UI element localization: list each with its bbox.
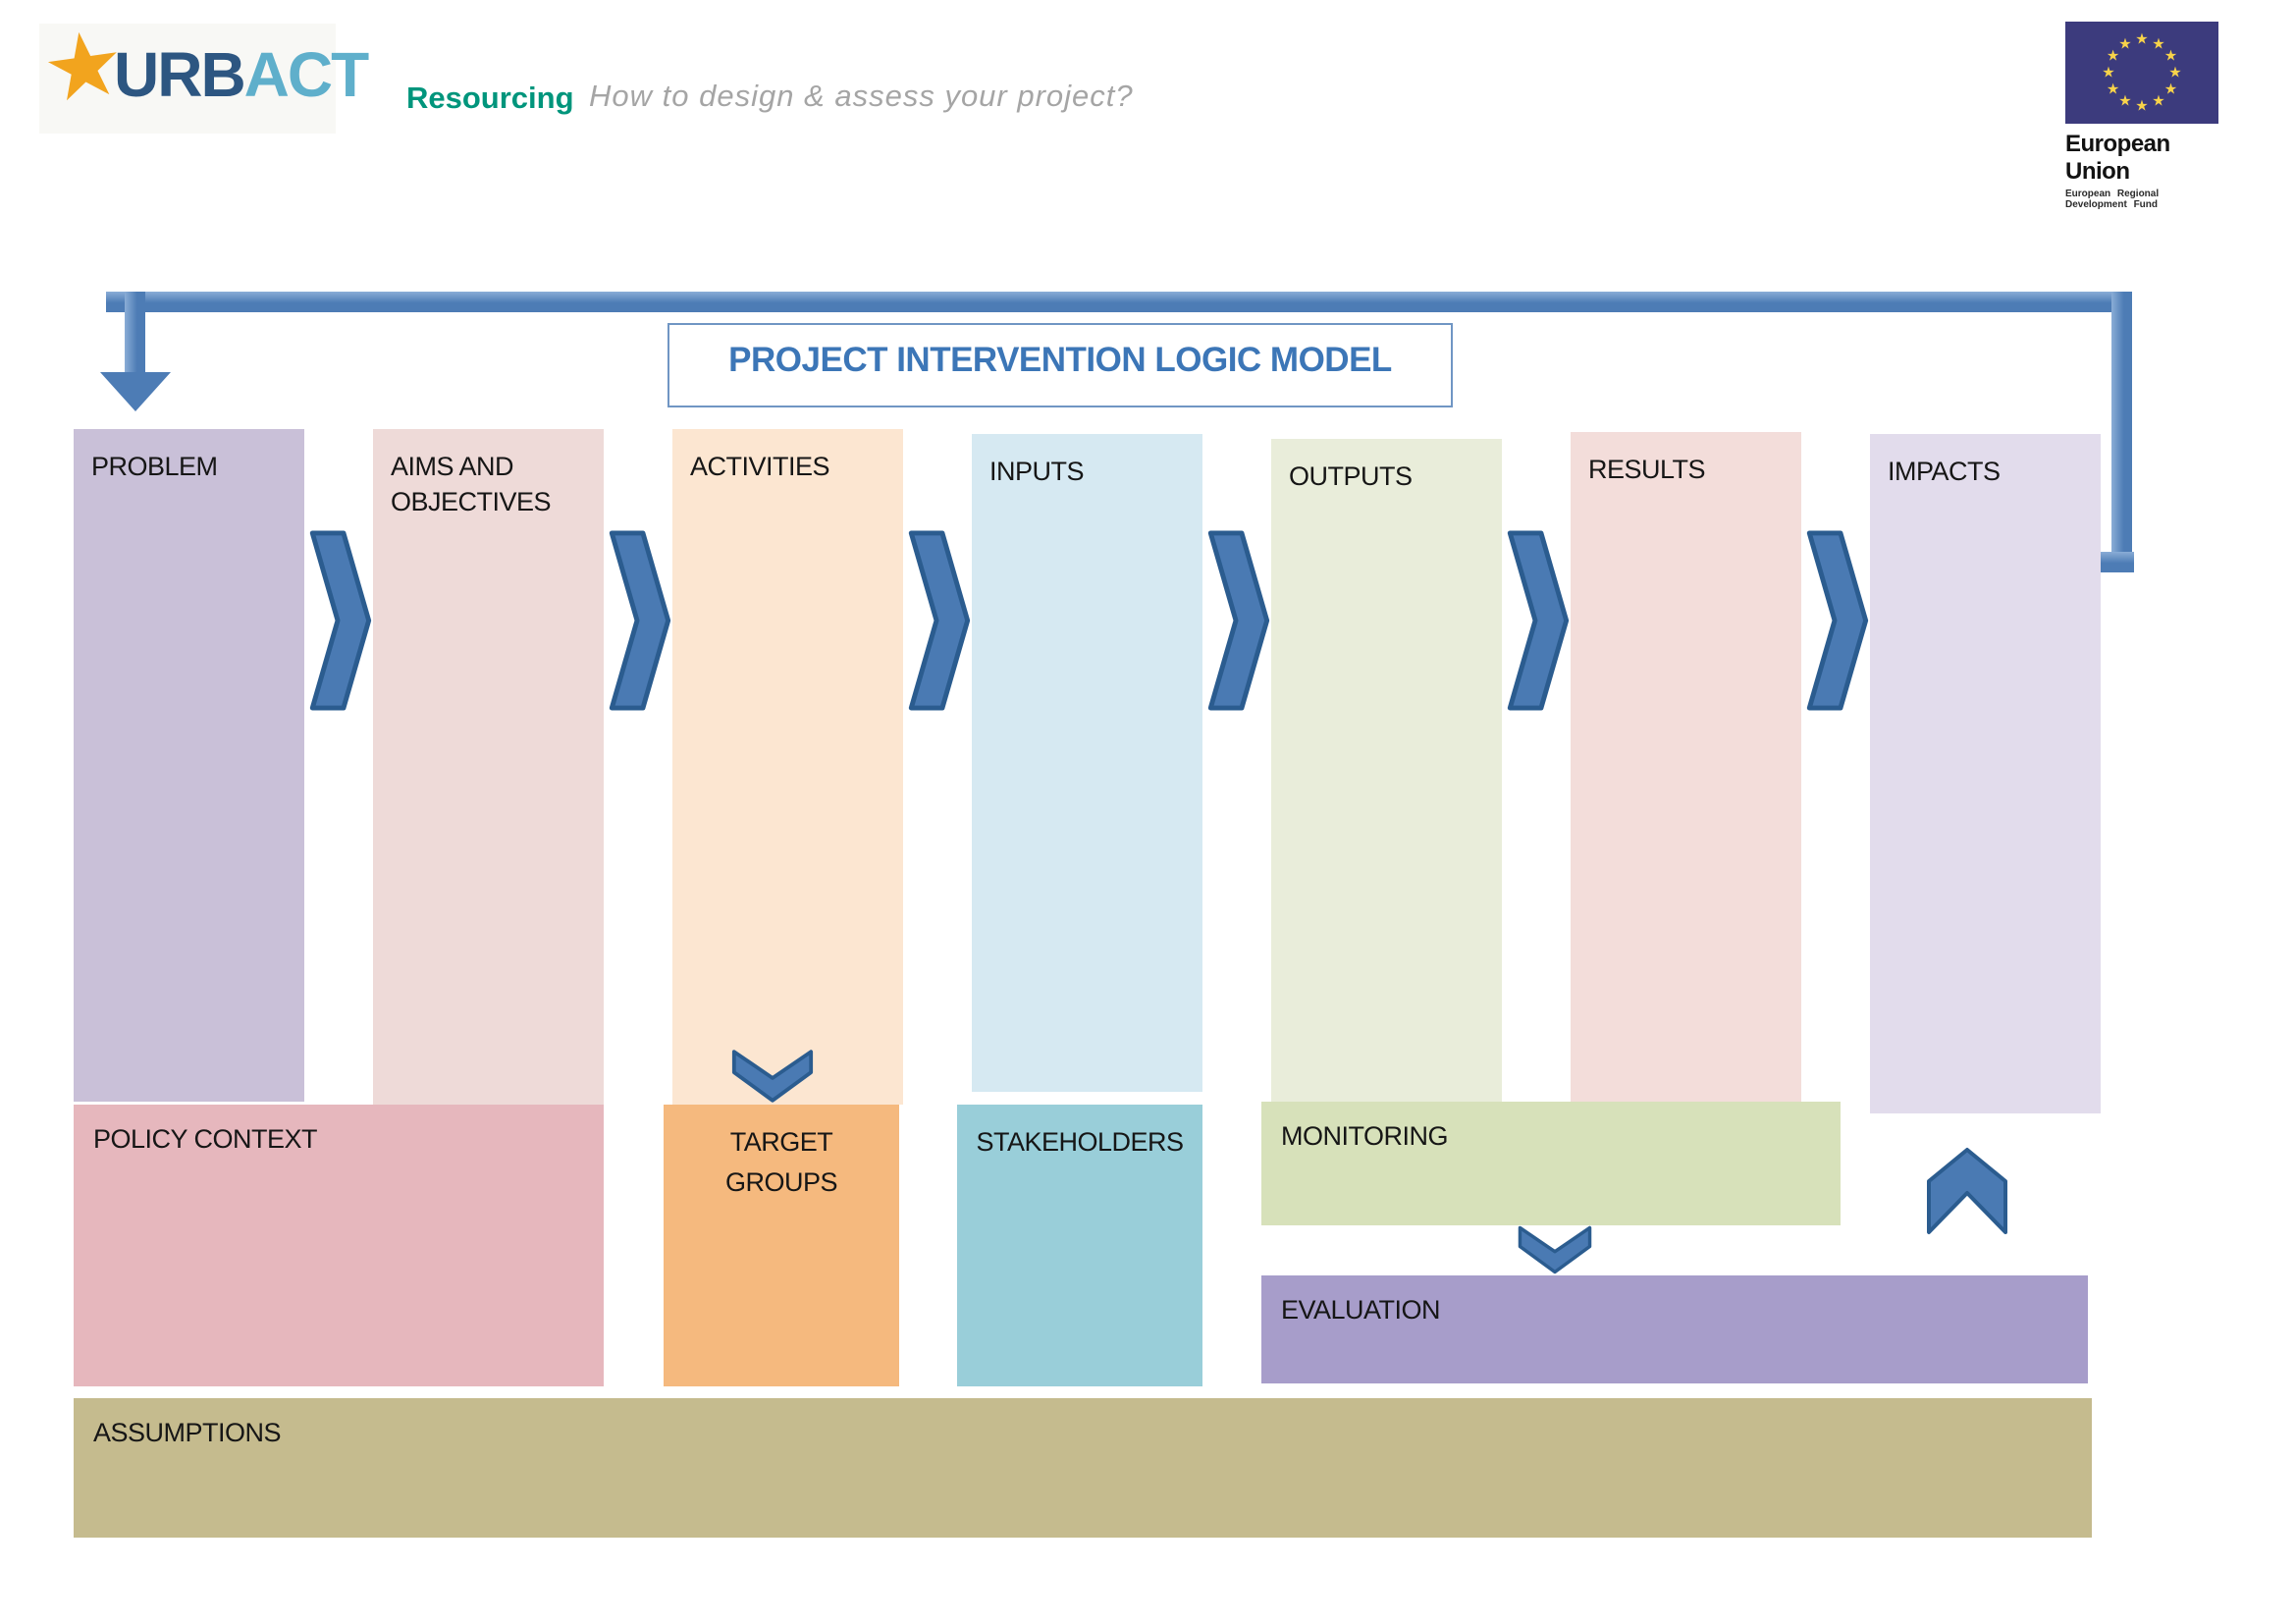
box-stakeholders: STAKEHOLDERS [957, 1105, 1202, 1386]
column-outputs: OUTPUTS [1271, 439, 1502, 1105]
eu-star-icon: ★ [2106, 81, 2120, 98]
eu-star-icon: ★ [2135, 30, 2149, 48]
chevron-right-icon [602, 528, 674, 713]
eu-logo-block: ★ ★ ★ ★ ★ ★ ★ ★ ★ ★ ★ ★ European Union E… [2065, 22, 2220, 210]
column-results: RESULTS [1571, 432, 1801, 1102]
feedback-arrowhead-down-icon [100, 372, 171, 411]
feedback-arrow-left-segment [125, 292, 145, 374]
eu-star-icon: ★ [2118, 92, 2132, 110]
eu-star-icon: ★ [2118, 35, 2132, 53]
eu-star-icon: ★ [2163, 47, 2178, 65]
program-label: Resourcing [406, 81, 574, 115]
column-inputs: INPUTS [972, 434, 1202, 1092]
diagram-title-box: PROJECT INTERVENTION LOGIC MODEL [667, 323, 1453, 407]
eu-title: European Union [2065, 131, 2170, 185]
chevron-right-icon [901, 528, 974, 713]
urbact-logo-act: ACT [243, 39, 370, 110]
feedback-arrow-right-segment [2111, 292, 2132, 572]
column-aims-objectives: AIMS AND OBJECTIVES [373, 429, 604, 1110]
chevron-up-icon [1924, 1146, 2010, 1236]
diagram-title: PROJECT INTERVENTION LOGIC MODEL [728, 341, 1392, 379]
column-problem: PROBLEM [74, 429, 304, 1102]
box-policy-context: POLICY CONTEXT [74, 1105, 604, 1386]
chevron-down-icon [1513, 1224, 1597, 1275]
document-tagline: How to design & assess your project? [589, 79, 1134, 113]
chevron-right-icon [1799, 528, 1872, 713]
eu-star-icon: ★ [2102, 64, 2115, 81]
urbact-logo-urb: URB [114, 39, 246, 110]
box-monitoring: MONITORING [1261, 1102, 1841, 1225]
urbact-logo: URBACT [114, 43, 369, 106]
eu-star-icon: ★ [2135, 97, 2149, 115]
eu-star-icon: ★ [2163, 81, 2178, 98]
chevron-right-icon [1500, 528, 1573, 713]
eu-subtitle: European Regional Development Fund [2065, 189, 2160, 210]
chevron-down-icon [730, 1048, 815, 1105]
eu-flag-icon: ★ ★ ★ ★ ★ ★ ★ ★ ★ ★ ★ ★ [2065, 22, 2218, 124]
column-impacts: IMPACTS [1870, 434, 2101, 1113]
column-activities: ACTIVITIES [672, 429, 903, 1105]
urbact-logo-panel [39, 24, 336, 134]
eu-star-icon: ★ [2168, 64, 2182, 81]
box-assumptions: ASSUMPTIONS [74, 1398, 2092, 1538]
feedback-arrow-top-bar [106, 292, 2132, 312]
box-target-groups: TARGET GROUPS [664, 1105, 899, 1386]
eu-star-icon: ★ [2152, 92, 2165, 110]
chevron-right-icon [1201, 528, 1273, 713]
box-evaluation: EVALUATION [1261, 1275, 2088, 1383]
chevron-right-icon [302, 528, 375, 713]
eu-star-icon: ★ [2152, 35, 2165, 53]
eu-star-icon: ★ [2106, 47, 2120, 65]
